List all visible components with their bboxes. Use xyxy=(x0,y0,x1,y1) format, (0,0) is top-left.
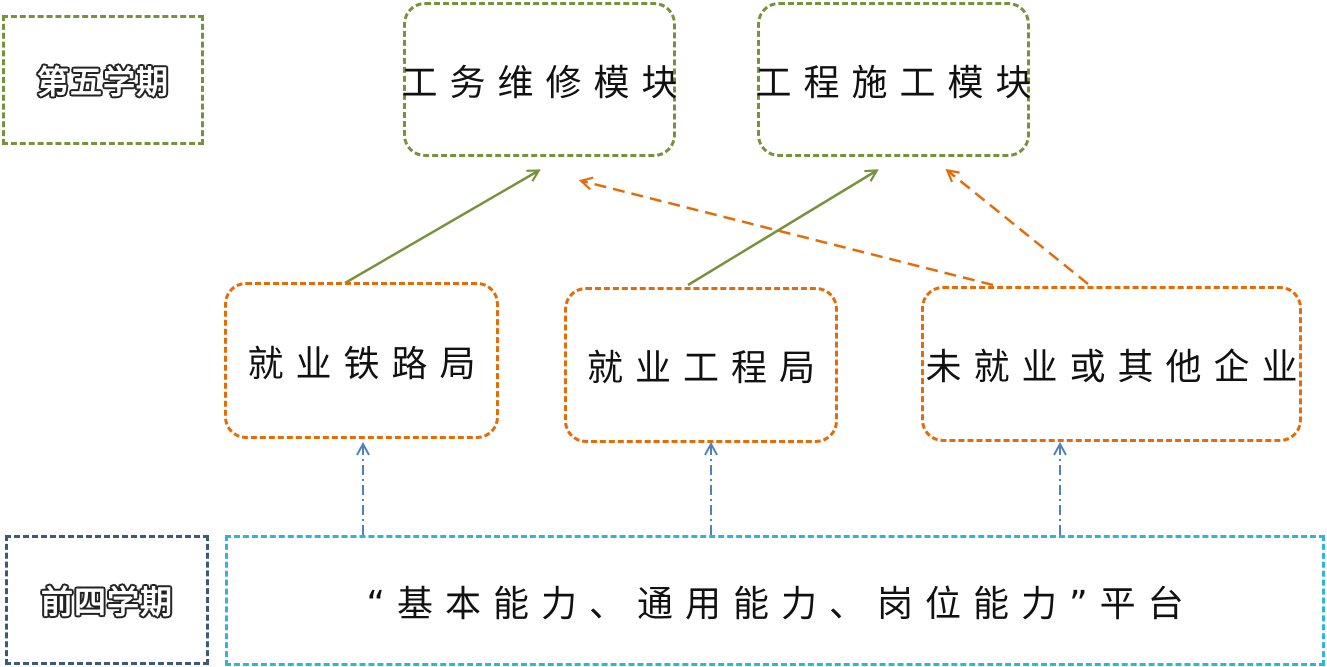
arrow-engineering-to-construction xyxy=(687,171,876,287)
maintenance-module-box: 工务维修模块 xyxy=(402,2,678,157)
first-four-semesters-label: 前四学期 xyxy=(40,582,173,621)
fifth-semester-label: 第五学期 xyxy=(36,62,169,101)
arrow-other-to-construction xyxy=(948,171,1089,285)
platform-box: “基本能力、通用能力、岗位能力”平台 xyxy=(225,535,1325,666)
arrow-other-to-maintenance xyxy=(582,181,994,287)
railway-employment-label: 就业铁路局 xyxy=(247,343,488,385)
other-employment-box: 未就业或其他企业 xyxy=(921,286,1302,442)
maintenance-module-label: 工务维修模块 xyxy=(401,62,690,104)
engineering-employment-label: 就业工程局 xyxy=(586,348,827,389)
arrow-railway-to-maintenance xyxy=(344,171,538,285)
railway-employment-box: 就业铁路局 xyxy=(224,282,499,439)
construction-module-label: 工程施工模块 xyxy=(755,62,1044,104)
fifth-semester-box: 第五学期 xyxy=(2,15,204,145)
construction-module-box: 工程施工模块 xyxy=(756,2,1032,157)
other-employment-label: 未就业或其他企业 xyxy=(925,347,1310,388)
engineering-employment-box: 就业工程局 xyxy=(564,287,838,443)
first-four-semesters-box: 前四学期 xyxy=(5,535,209,665)
platform-label: “基本能力、通用能力、岗位能力”平台 xyxy=(366,583,1196,625)
